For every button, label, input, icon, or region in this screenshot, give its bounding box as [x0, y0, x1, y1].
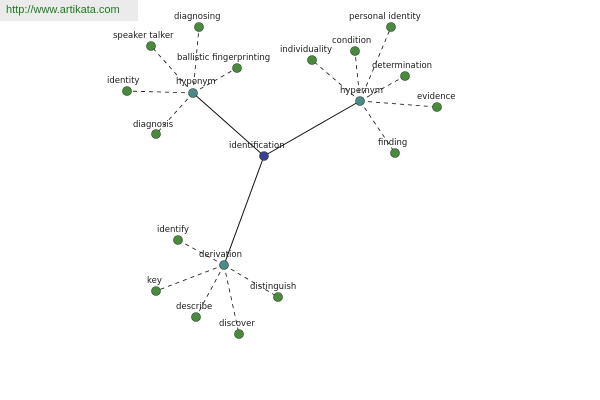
leaf-label-key: key	[147, 276, 162, 286]
root-label: identification	[229, 141, 285, 151]
leaf-node-evidence[interactable]	[432, 102, 442, 112]
edge-hyponym-speaker-talker	[150, 45, 194, 94]
graph-edges	[126, 26, 438, 335]
leaf-node-describe[interactable]	[191, 312, 201, 322]
edge-root-hypernym	[263, 100, 361, 157]
leaf-node-identity[interactable]	[122, 86, 132, 96]
leaf-label-speaker-talker: speaker talker	[113, 31, 174, 41]
leaf-node-finding[interactable]	[390, 148, 400, 158]
leaf-node-diagnosis[interactable]	[151, 129, 161, 139]
leaf-node-speaker-talker[interactable]	[146, 41, 156, 51]
edge-root-derivation	[223, 155, 265, 266]
leaf-label-diagnosing: diagnosing	[174, 12, 221, 22]
leaf-label-individuality: individuality	[280, 45, 332, 55]
edge-derivation-discover	[223, 264, 240, 335]
edge-derivation-distinguish	[223, 264, 279, 298]
edge-hyponym-ballistic-fingerprinting	[192, 67, 238, 94]
edge-hypernym-finding	[359, 100, 396, 154]
leaf-label-ballistic-fingerprinting: ballistic fingerprinting	[177, 53, 270, 63]
leaf-node-determination[interactable]	[400, 71, 410, 81]
leaf-label-finding: finding	[378, 138, 407, 148]
leaf-label-identity: identity	[107, 76, 139, 86]
hub-node-hypernym[interactable]	[355, 96, 365, 106]
leaf-label-distinguish: distinguish	[250, 282, 296, 292]
edge-hyponym-diagnosis	[155, 92, 194, 135]
leaf-label-condition: condition	[332, 36, 371, 46]
edge-derivation-identify	[177, 239, 225, 266]
leaf-label-diagnosis: diagnosis	[133, 120, 174, 130]
edge-hyponym-identity	[126, 90, 194, 94]
hub-label-hyponym: hyponym	[176, 77, 216, 87]
leaf-node-distinguish[interactable]	[273, 292, 283, 302]
leaf-node-condition[interactable]	[350, 46, 360, 56]
edge-derivation-key	[155, 264, 225, 292]
edge-hyponym-diagnosing	[192, 26, 200, 94]
leaf-label-evidence: evidence	[417, 92, 456, 102]
edge-root-hyponym	[192, 92, 265, 157]
leaf-node-diagnosing[interactable]	[194, 22, 204, 32]
hub-node-derivation[interactable]	[219, 260, 229, 270]
leaf-label-determination: determination	[372, 61, 432, 71]
edge-hypernym-condition	[354, 50, 361, 102]
leaf-node-personal-identity[interactable]	[386, 22, 396, 32]
site-url-banner[interactable]: http://www.artikata.com	[0, 0, 138, 21]
leaf-node-discover[interactable]	[234, 329, 244, 339]
leaf-node-individuality[interactable]	[307, 55, 317, 65]
edge-hypernym-individuality	[311, 59, 361, 102]
leaf-node-ballistic-fingerprinting[interactable]	[232, 63, 242, 73]
leaf-node-identify[interactable]	[173, 235, 183, 245]
edge-hypernym-determination	[359, 75, 406, 102]
graph-labels: identification hyponym hypernym derivation d…	[107, 12, 456, 329]
edge-hypernym-evidence	[359, 100, 438, 108]
hub-label-hypernym: hypernym	[340, 86, 383, 96]
leaf-label-discover: discover	[219, 319, 255, 329]
graph-nodes	[122, 22, 442, 339]
edge-derivation-describe	[195, 264, 225, 318]
leaf-label-identify: identify	[157, 225, 189, 235]
leaf-label-personal-identity: personal identity	[349, 12, 421, 22]
leaf-node-key[interactable]	[151, 286, 161, 296]
hub-node-hyponym[interactable]	[188, 88, 198, 98]
edge-hypernym-personal-identity	[359, 26, 392, 102]
root-node-identification[interactable]	[259, 151, 269, 161]
leaf-label-describe: describe	[176, 302, 212, 312]
hub-label-derivation: derivation	[199, 250, 242, 260]
